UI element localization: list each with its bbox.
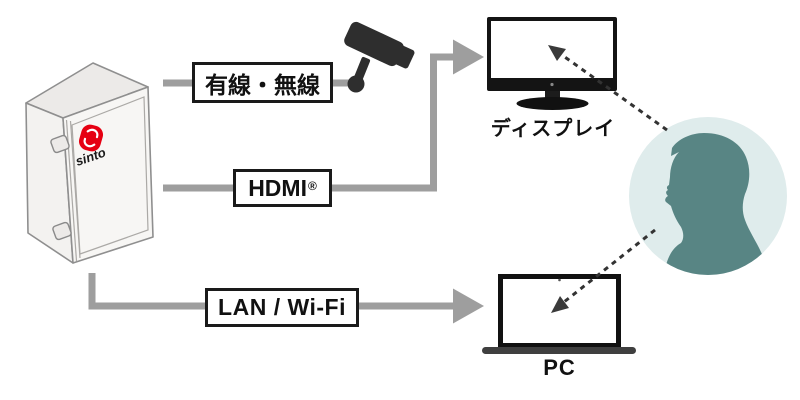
monitor-icon: [487, 17, 617, 110]
cabinet-door-face: [62, 86, 154, 264]
camera-lens: [393, 45, 415, 69]
monitor-stand-neck: [545, 91, 560, 102]
connection-label-wired-wireless: 有線・無線: [192, 62, 333, 103]
laptop-icon: [482, 274, 636, 354]
gaze-arrows: [561, 53, 668, 304]
cabinet-door-seam-2: [69, 120, 81, 259]
security-camera-icon: [344, 21, 415, 93]
monitor-power-led: [550, 82, 554, 87]
gaze-arrowhead-pc: [551, 296, 569, 313]
display-caption: ディスプレイ: [490, 118, 616, 140]
connection-label-hdmi: HDMI®: [233, 169, 332, 207]
monitor-stand-base: [516, 97, 589, 110]
camera-stem: [352, 56, 371, 86]
gaze-line-to-display: [561, 53, 668, 132]
cabinet-hinge-bottom: [52, 221, 72, 241]
lan-wifi-arrowhead: [453, 288, 484, 324]
connection-label-lan-wifi: LAN / Wi-Fi: [205, 288, 359, 327]
person-head-silhouette: [660, 133, 770, 275]
wired-wireless-label: 有線・無線: [205, 71, 320, 98]
sinto-logo-icon: [78, 124, 104, 152]
camera-body: [344, 21, 404, 67]
laptop-base: [482, 347, 636, 354]
lan-wifi-label: LAN / Wi-Fi: [218, 294, 346, 320]
hdmi-arrowhead: [453, 39, 484, 75]
laptop-screen: [498, 274, 621, 348]
cabinet-hinge-top: [50, 134, 70, 154]
person-silhouette-icon: [629, 117, 787, 275]
hdmi-label: HDMI: [248, 174, 307, 201]
control-cabinet: sinto: [25, 62, 154, 264]
laptop-webcam-dot: [558, 278, 561, 282]
pc-caption: PC: [543, 355, 576, 380]
gaze-arrowhead-display: [548, 45, 566, 61]
